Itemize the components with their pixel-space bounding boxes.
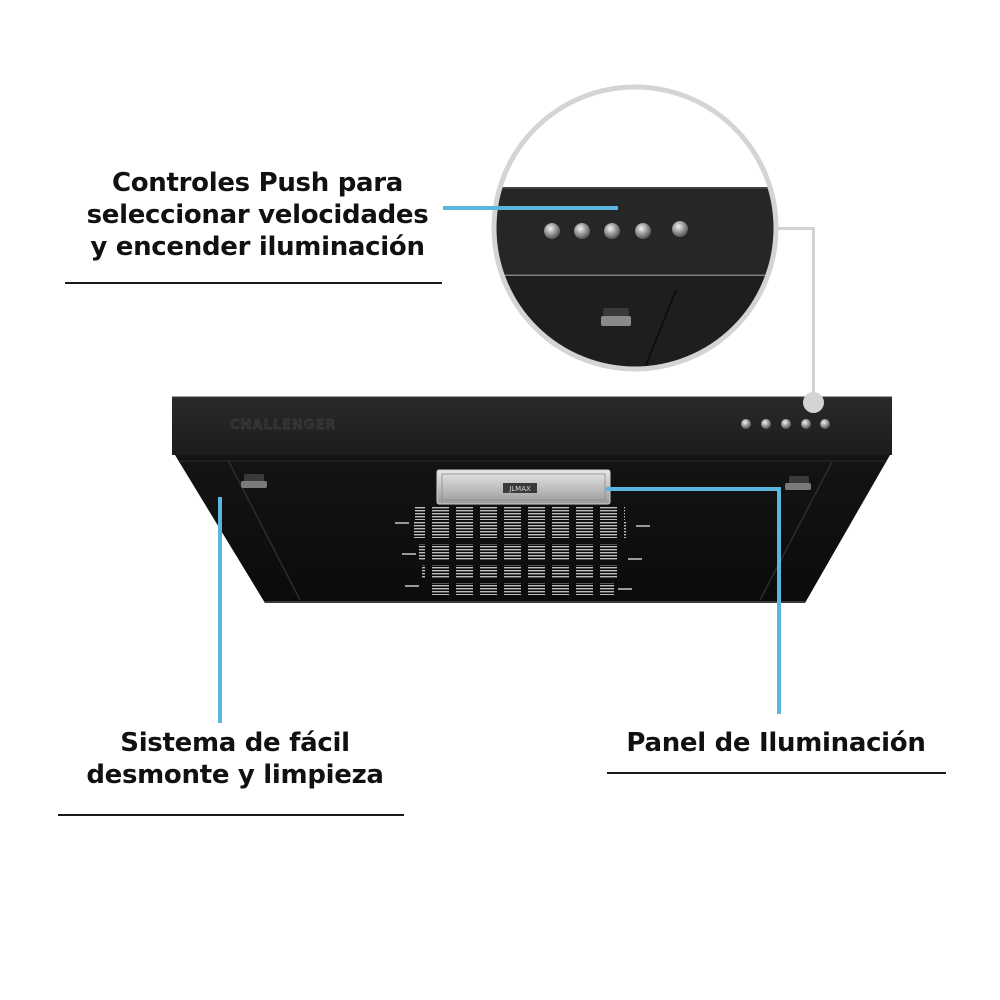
vent-grid [395,506,650,595]
callout-line-lighting-horizontal [606,487,780,491]
callout-controls-line-2: seleccionar velocidades [86,200,429,230]
light-panel: JLMAX [436,469,611,505]
callout-cleaning-label: Sistema de fácil desmonte y limpieza [50,727,420,791]
callout-lighting-line-1: Panel de Iluminación [626,728,926,758]
callout-cleaning-underline [58,814,404,816]
callout-lighting-underline [607,772,946,774]
brand-logo: CHALLENGER [230,418,336,433]
callout-controls-line-1: Controles Push para [111,168,404,198]
callout-lighting-label: Panel de Iluminación [600,727,952,759]
callout-controls-underline [65,282,442,284]
callout-controls-label: Controles Push para seleccionar velocida… [60,167,455,263]
filter-release-screw-left [241,474,267,488]
zoom-connector-horizontal [775,227,815,230]
light-panel-badge: JLMAX [508,485,531,493]
callout-cleaning-line-1: Sistema de fácil [120,728,350,758]
callout-cleaning-line-2: desmonte y limpieza [86,760,384,790]
push-buttons [741,419,830,429]
filter-release-screw-right [785,476,811,490]
callout-line-controls [443,206,618,210]
zoom-connector-dot [803,392,824,413]
callout-line-cleaning [218,497,222,723]
callout-controls-line-3: y encender iluminación [90,232,425,262]
zoom-connector-vertical [812,227,815,399]
zoom-detail-circle [491,84,779,372]
callout-line-lighting-vertical [777,487,781,714]
hood-front-panel: CHALLENGER [172,396,892,455]
